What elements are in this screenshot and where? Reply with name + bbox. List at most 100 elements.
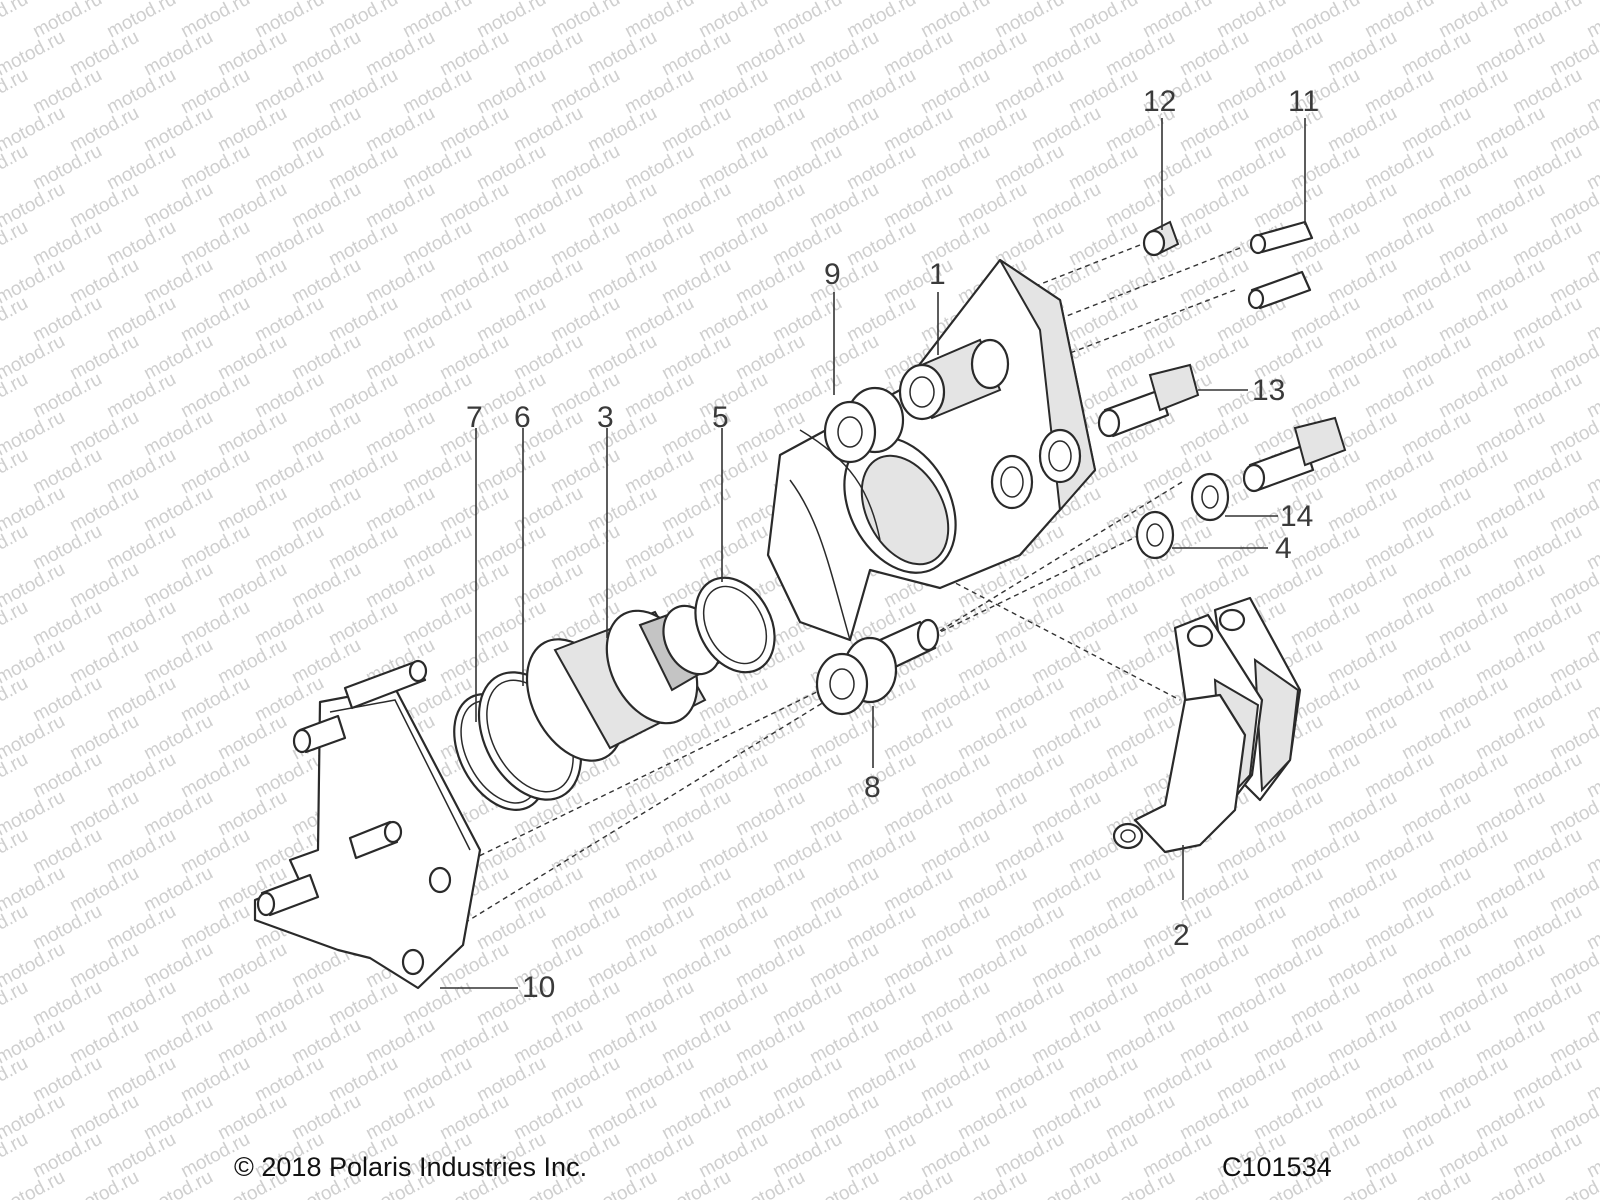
watermark-text: motod.ru <box>0 901 32 955</box>
watermark-text: motod.ru <box>1361 369 1437 423</box>
watermark-text: motod.ru <box>66 635 142 689</box>
watermark-text: motod.ru <box>103 1129 179 1183</box>
watermark-text: motod.ru <box>547 977 623 1031</box>
watermark-text: motod.ru <box>325 1053 401 1107</box>
watermark-text: motod.ru <box>0 369 32 423</box>
watermark-text: motod.ru <box>1139 1129 1215 1183</box>
watermark-text: motod.ru <box>1509 1053 1585 1107</box>
watermark-text: motod.ru <box>436 103 512 157</box>
watermark-text: motod.ru <box>1361 901 1437 955</box>
watermark-text: motod.ru <box>1398 179 1474 233</box>
watermark-text: motod.ru <box>547 445 623 499</box>
watermark-text: motod.ru <box>584 1167 660 1200</box>
watermark-text: motod.ru <box>695 673 771 727</box>
watermark-text: motod.ru <box>1472 1167 1548 1200</box>
watermark-text: motod.ru <box>732 787 808 841</box>
watermark-text: motod.ru <box>251 673 327 727</box>
watermark-text: motod.ru <box>1028 1015 1104 1069</box>
watermark-text: motod.ru <box>0 141 32 195</box>
watermark-text: motod.ru <box>1176 863 1252 917</box>
watermark-text: motod.ru <box>214 179 290 233</box>
watermark-text: motod.ru <box>843 1129 919 1183</box>
watermark-text: motod.ru <box>1472 483 1548 537</box>
watermark-text: motod.ru <box>658 483 734 537</box>
watermark-text: motod.ru <box>1324 863 1400 917</box>
watermark-text: motod.ru <box>806 179 882 233</box>
watermark-text: motod.ru <box>695 293 771 347</box>
watermark-text: motod.ru <box>29 1053 105 1107</box>
watermark-text: motod.ru <box>1065 1129 1141 1183</box>
watermark-text: motod.ru <box>1287 141 1363 195</box>
watermark-text: motod.ru <box>1435 293 1511 347</box>
watermark-text: motod.ru <box>991 901 1067 955</box>
watermark-text: motod.ru <box>325 445 401 499</box>
watermark-text: motod.ru <box>1324 1091 1400 1145</box>
watermark-text: motod.ru <box>473 65 549 119</box>
watermark-text: motod.ru <box>436 255 512 309</box>
watermark-text: motod.ru <box>954 1167 1030 1200</box>
callout-10: 10 <box>522 971 555 1004</box>
callout-labels: 7 6 3 5 9 1 12 11 13 14 4 8 2 10 <box>466 85 1319 1004</box>
watermark-text: motod.ru <box>473 825 549 879</box>
callout-2: 2 <box>1173 919 1190 952</box>
watermark-text: motod.ru <box>1213 901 1289 955</box>
watermark-text: motod.ru <box>1509 521 1585 575</box>
watermark-text: motod.ru <box>436 1091 512 1145</box>
watermark-text: motod.ru <box>1065 673 1141 727</box>
watermark-text: motod.ru <box>843 141 919 195</box>
watermark-text: motod.ru <box>954 863 1030 917</box>
watermark-text: motod.ru <box>251 1053 327 1107</box>
watermark-text: motod.ru <box>1065 977 1141 1031</box>
pin-11b <box>1247 270 1312 310</box>
watermark-text: motod.ru <box>991 65 1067 119</box>
watermark-text: motod.ru <box>547 521 623 575</box>
watermark-text: motod.ru <box>1472 635 1548 689</box>
watermark-text: motod.ru <box>177 1053 253 1107</box>
watermark-text: motod.ru <box>0 1129 32 1183</box>
watermark-text: motod.ru <box>991 1053 1067 1107</box>
watermark-text: motod.ru <box>1324 1015 1400 1069</box>
watermark-text: motod.ru <box>1213 977 1289 1031</box>
watermark-text: motod.ru <box>1287 901 1363 955</box>
watermark-text: motod.ru <box>1435 141 1511 195</box>
callout-1: 1 <box>929 258 946 291</box>
watermark-text: motod.ru <box>510 255 586 309</box>
watermark-text: motod.ru <box>288 635 364 689</box>
watermark-text: motod.ru <box>880 711 956 765</box>
watermark-text: motod.ru <box>1176 179 1252 233</box>
watermark-text: motod.ru <box>177 521 253 575</box>
watermark-text: motod.ru <box>843 65 919 119</box>
watermark-text: motod.ru <box>1472 711 1548 765</box>
watermark-text: motod.ru <box>510 483 586 537</box>
watermark-text: motod.ru <box>473 217 549 271</box>
watermark-text: motod.ru <box>880 863 956 917</box>
watermark-text: motod.ru <box>658 863 734 917</box>
watermark-text: motod.ru <box>806 27 882 81</box>
watermark-text: motod.ru <box>251 217 327 271</box>
watermark-text: motod.ru <box>1361 977 1437 1031</box>
watermark-text: motod.ru <box>1509 217 1585 271</box>
watermark-text: motod.ru <box>325 521 401 575</box>
watermark-text: motod.ru <box>1250 1091 1326 1145</box>
watermark-text: motod.ru <box>103 293 179 347</box>
watermark-text: motod.ru <box>1213 141 1289 195</box>
watermark-text: motod.ru <box>1065 141 1141 195</box>
watermark-text: motod.ru <box>1102 1167 1178 1200</box>
watermark-text: motod.ru <box>140 1091 216 1145</box>
watermark-text: motod.ru <box>0 293 32 347</box>
watermark-text: motod.ru <box>362 1015 438 1069</box>
leader-lines <box>440 118 1306 989</box>
watermark-text: motod.ru <box>1435 901 1511 955</box>
watermark-text: motod.ru <box>399 141 475 195</box>
watermark-text: motod.ru <box>732 863 808 917</box>
watermark-text: motod.ru <box>917 1129 993 1183</box>
callout-4: 4 <box>1275 532 1292 565</box>
watermark-text: motod.ru <box>436 483 512 537</box>
watermark-text: motod.ru <box>991 597 1067 651</box>
watermark-text: motod.ru <box>510 27 586 81</box>
watermark-text: motod.ru <box>1361 1129 1437 1183</box>
watermark-text: motod.ru <box>214 255 290 309</box>
watermark-text: motod.ru <box>1398 1091 1474 1145</box>
callout-12: 12 <box>1143 85 1176 118</box>
figure-code: C101534 <box>1222 1152 1332 1182</box>
